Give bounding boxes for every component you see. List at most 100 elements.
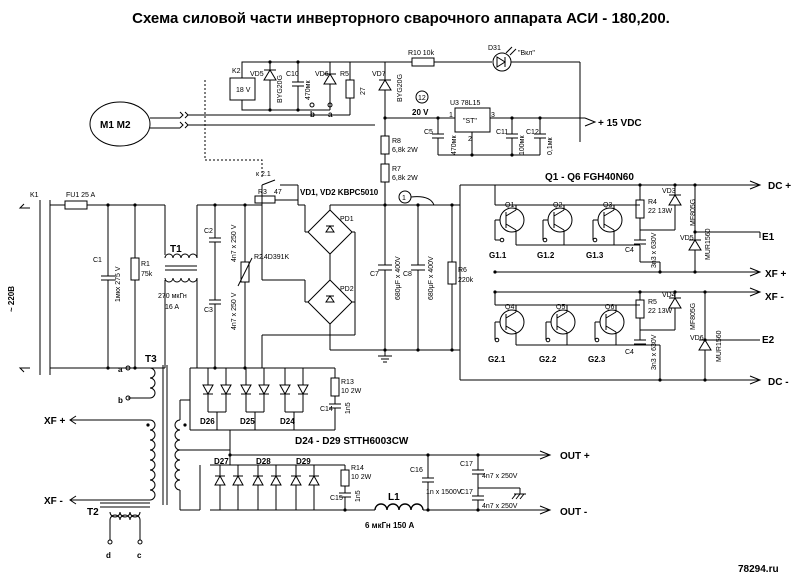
- vd5-label: VD5: [250, 71, 264, 78]
- mains-input: K1 FU1 25 A ~ 220В C1 1мкх 275 V R1 75k: [7, 192, 153, 375]
- r5b-value: 22 13W: [648, 308, 673, 315]
- c17a-value: 4n7 x 250V: [482, 473, 518, 480]
- vd3-type: MF805G: [690, 199, 697, 226]
- r8-label: R8: [392, 138, 401, 145]
- c4a-value: 3n3 x 630V: [651, 232, 658, 268]
- c17b-label: C17: [460, 489, 473, 496]
- out-plus-label: OUT +: [560, 451, 590, 462]
- c8-label: C8: [403, 271, 412, 278]
- inverter-bridge: Q1 - Q6 FGH40N60 DC + DC - XF + XF - E1 …: [459, 172, 791, 388]
- bridge-label: VD1, VD2 KBPC5010: [300, 188, 379, 197]
- pd2-label: PD2: [340, 286, 354, 293]
- vd5b-label: VD5: [680, 235, 694, 242]
- r10-label: R10 10k: [408, 50, 435, 57]
- diode-d26: [202, 368, 232, 413]
- rail-xfm: XF -: [765, 292, 784, 303]
- diode-d28: [252, 465, 282, 510]
- vd6b-type: MUR1560: [716, 330, 723, 362]
- igbt-q4: [494, 305, 525, 345]
- g21-label: G2.1: [488, 355, 506, 364]
- d24-label: D24: [280, 417, 295, 426]
- t2-label: T2: [87, 507, 99, 518]
- output-transformer: T3 a b XF + XF - T2 d c: [44, 354, 230, 560]
- r5-value: 27: [360, 87, 367, 95]
- r3-value: 47: [274, 189, 282, 196]
- c5-label: C5: [424, 129, 433, 136]
- igbt-q1: [494, 205, 525, 245]
- r2-value: 14D391K: [260, 254, 290, 261]
- diode-d27: [214, 465, 244, 510]
- led-d31: [492, 52, 512, 72]
- r1-value: 75k: [141, 271, 153, 278]
- t3-a-label: a: [118, 365, 123, 374]
- t1-label: T1: [170, 244, 182, 255]
- d29-label: D29: [296, 457, 311, 466]
- plus15-label: + 15 VDC: [598, 118, 642, 129]
- g12-label: G1.2: [537, 251, 555, 260]
- transformer-t1: T1 270 мкГн 16 A: [140, 204, 262, 369]
- igbt-q3: [592, 205, 623, 245]
- xfm-input-label: XF -: [44, 496, 63, 507]
- g13-label: G1.3: [586, 251, 604, 260]
- q2-label: Q2: [553, 202, 562, 209]
- u3-pin2: 2: [468, 136, 472, 143]
- k1-label: K1: [30, 192, 39, 199]
- igbt-label: Q1 - Q6 FGH40N60: [545, 172, 634, 183]
- c5-value: 470мк: [451, 135, 458, 155]
- l1-value: 6 мкГн 150 A: [365, 521, 415, 530]
- r14-label: R14: [351, 465, 364, 472]
- fan-label: M1 M2: [100, 120, 131, 131]
- d31-caption: "Вкл": [518, 50, 535, 57]
- d31-label: D31: [488, 45, 501, 52]
- k21-label: к 2.1: [256, 171, 271, 178]
- k2-label: K2: [232, 68, 241, 75]
- c11-value: 100мк: [519, 135, 526, 155]
- r5-label: R5: [340, 71, 349, 78]
- r14-value: 10 2W: [351, 474, 372, 481]
- c15-label: C15: [330, 495, 343, 502]
- vd7-label: VD7: [372, 71, 386, 78]
- c7-label: C7: [370, 271, 379, 278]
- vd4-label: VD4: [662, 292, 676, 299]
- igbt-q2: [542, 205, 573, 245]
- r6-value: 220k: [458, 277, 474, 284]
- diode-d24: [279, 368, 309, 413]
- c1-value: 1мкх 275 V: [115, 266, 122, 302]
- r5b-label: R5: [648, 299, 657, 306]
- k2-value: 18 V: [236, 87, 251, 94]
- r8-value: 6,8k 2W: [392, 147, 418, 154]
- vd5b-type: MUR1560: [705, 228, 712, 260]
- relay-and-fan: к 2.1 R3 47 K2 18 V VD5 BYG20G C10 470мк: [89, 45, 581, 206]
- diode-d25: [240, 368, 270, 413]
- u3-st: "ST": [463, 118, 477, 125]
- pd1-label: PD1: [340, 216, 354, 223]
- tp1-label: 1: [402, 195, 406, 202]
- c16-value: 1n x 1500V: [426, 489, 462, 496]
- rail-e2: E2: [762, 335, 775, 346]
- c12-label: C12: [526, 129, 539, 136]
- vd6b-label: VD6: [690, 335, 704, 342]
- c14-label: C14: [320, 406, 333, 413]
- q5-label: Q5: [556, 304, 565, 311]
- d28-label: D28: [256, 457, 271, 466]
- schematic-title: Схема силовой части инверторного сварочн…: [132, 10, 670, 27]
- tp12-label: 12: [418, 95, 426, 102]
- c10-value: 470мк: [305, 80, 312, 100]
- fu1-label: FU1 25 A: [66, 192, 96, 199]
- q4-label: Q4: [505, 304, 514, 311]
- t1-value-2: 16 A: [165, 304, 179, 311]
- g23-label: G2.3: [588, 355, 606, 364]
- t3-label: T3: [145, 354, 157, 365]
- watermark: 78294.ru: [738, 564, 779, 575]
- vd7-type: BYG20G: [397, 74, 404, 102]
- g11-label: G1.1: [489, 251, 507, 260]
- r2-label: R2: [254, 254, 263, 261]
- r13-value: 10 2W: [341, 388, 362, 395]
- diode-d29: [290, 465, 320, 510]
- d25-label: D25: [240, 417, 255, 426]
- c17a-label: C17: [460, 461, 473, 468]
- g22-label: G2.2: [539, 355, 557, 364]
- q1-label: Q1: [505, 202, 514, 209]
- u3-pin3: 3: [491, 112, 495, 119]
